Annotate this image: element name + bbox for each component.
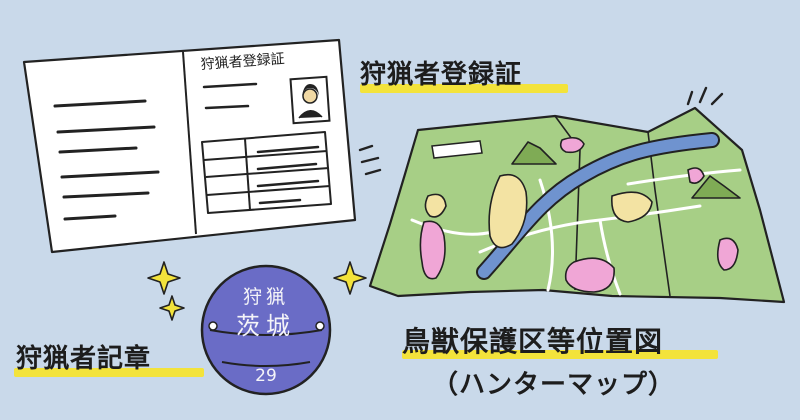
label-map-underline: [402, 350, 718, 359]
sparkle-icon: [147, 261, 367, 321]
label-map-title: 鳥獣保護区等位置図: [402, 325, 664, 358]
card-table: [201, 131, 332, 214]
badge-middle-text: 茨城: [236, 312, 296, 340]
label-badge-underline: [14, 368, 204, 377]
hunter-badge: [200, 264, 332, 396]
hunter-registration-card: [22, 38, 357, 254]
label-map-subtitle: （ハンターマップ）: [432, 370, 676, 400]
card-text-lines: [53, 99, 160, 221]
label-badge: 狩猟者記章: [16, 344, 152, 374]
mountain-icon: [511, 141, 741, 199]
hunter-map: [358, 86, 786, 304]
label-license-underline: [360, 84, 568, 93]
badge-number: 29: [255, 366, 277, 386]
id-photo: [289, 75, 331, 125]
label-license: 狩猟者登録証: [360, 60, 523, 90]
motion-marks: [358, 86, 724, 176]
badge-top-text: 狩猟: [242, 286, 289, 308]
